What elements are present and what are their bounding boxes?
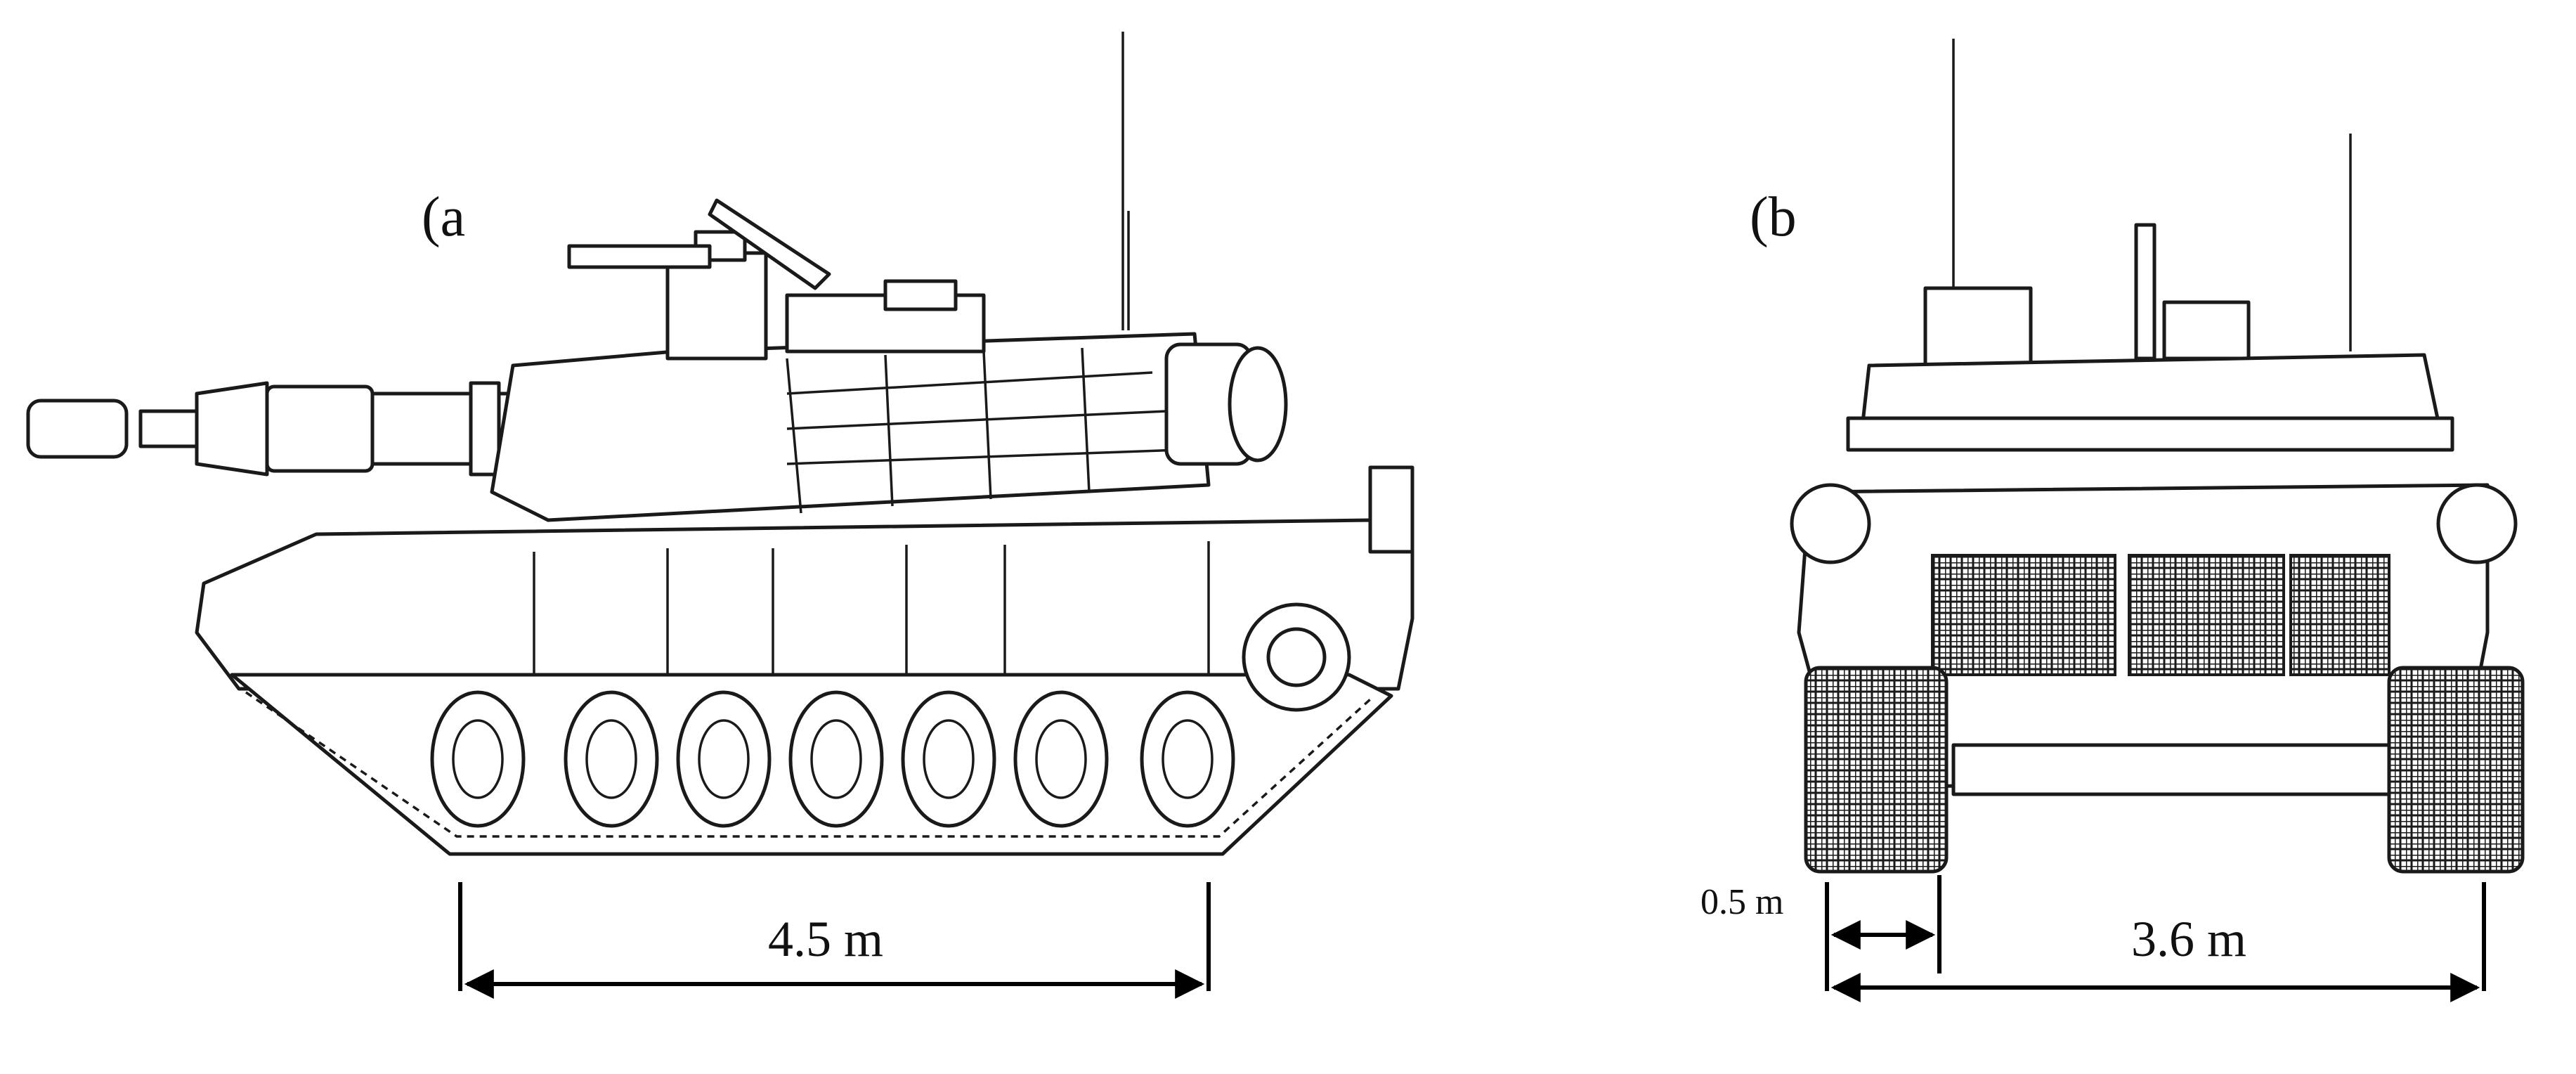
dimension-side-length: 4.5 m (458, 882, 1211, 999)
tank-side-view (26, 32, 1414, 856)
dimension-label-width: 3.6 m (2131, 911, 2246, 967)
turret (490, 332, 1288, 522)
road-wheel (901, 690, 996, 828)
dimension-front-width: 3.6 m (1830, 882, 2486, 1002)
road-wheel (1013, 690, 1109, 828)
front-mast (2134, 223, 2157, 361)
track-left (1804, 666, 1949, 874)
grille-right (2289, 554, 2390, 676)
commander-cupola (567, 198, 986, 361)
road-wheels (430, 690, 1235, 828)
panel-label-b: (b (1750, 186, 1797, 248)
panel-a: (a (26, 32, 1414, 999)
dimension-front-track: 0.5 m (1700, 875, 1941, 991)
road-wheel (788, 690, 884, 828)
road-wheel (564, 690, 659, 828)
headlight-left (1790, 483, 1871, 564)
headlight-right (2436, 483, 2518, 564)
dimension-label-track: 0.5 m (1700, 882, 1783, 922)
road-wheel (1140, 690, 1235, 828)
road-wheel (676, 690, 772, 828)
panel-label-a: (a (422, 186, 465, 248)
hull (195, 465, 1414, 691)
front-cupola (1923, 286, 2033, 368)
grille-center (2128, 554, 2285, 676)
tank-front-view (1790, 39, 2525, 874)
track-right (2387, 666, 2525, 874)
grille-left (1931, 554, 2116, 676)
dimension-label-side: 4.5 m (768, 911, 883, 967)
road-wheel (430, 690, 526, 828)
panel-b: (b (1700, 39, 2525, 1002)
